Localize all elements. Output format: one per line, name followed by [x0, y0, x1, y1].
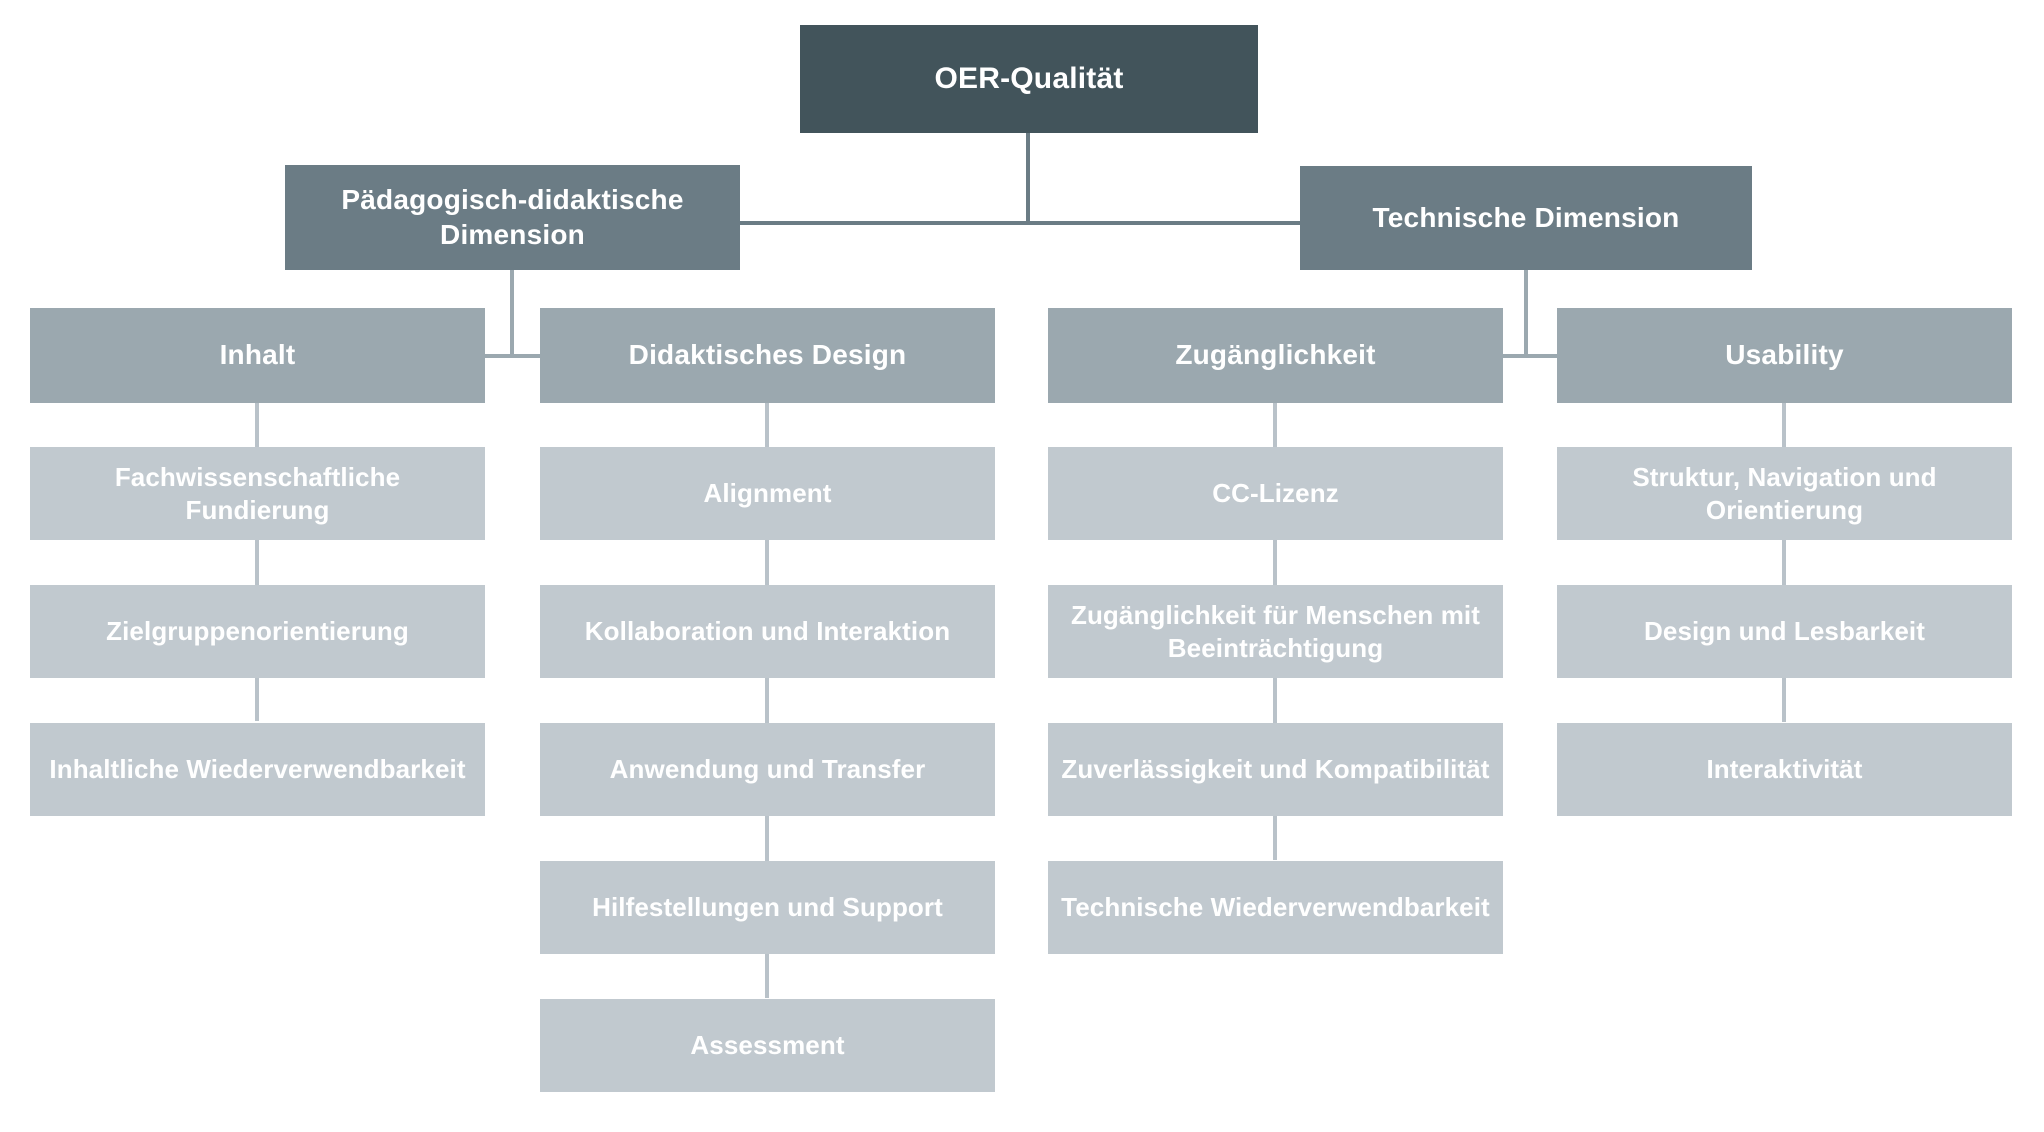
connector-root-stem	[1026, 133, 1030, 223]
connector-paedagogisch-stem	[510, 270, 514, 356]
leaf-fachwissenschaftliche-fundierung[interactable]: Fachwissenschaftliche Fundierung	[30, 447, 485, 540]
leaf-alignment[interactable]: Alignment	[540, 447, 995, 540]
leaf-zuverlaessigkeit-und-kompatibilitaet[interactable]: Zuverlässigkeit und Kompatibilität	[1048, 723, 1503, 816]
connector-spine-usability	[1782, 403, 1786, 722]
leaf-hilfestellungen-und-support[interactable]: Hilfestellungen und Support	[540, 861, 995, 954]
leaf-inhaltliche-wiederverwendbarkeit[interactable]: Inhaltliche Wiederverwendbarkeit	[30, 723, 485, 816]
node-inhalt[interactable]: Inhalt	[30, 308, 485, 403]
leaf-cc-lizenz[interactable]: CC-Lizenz	[1048, 447, 1503, 540]
leaf-zielgruppenorientierung[interactable]: Zielgruppenorientierung	[30, 585, 485, 678]
connector-root-bus	[512, 221, 1526, 225]
leaf-kollaboration-und-interaktion[interactable]: Kollaboration und Interaktion	[540, 585, 995, 678]
node-usability[interactable]: Usability	[1557, 308, 2012, 403]
leaf-anwendung-und-transfer[interactable]: Anwendung und Transfer	[540, 723, 995, 816]
leaf-interaktivitaet[interactable]: Interaktivität	[1557, 723, 2012, 816]
connector-technisch-stem	[1524, 270, 1528, 356]
connector-technisch-bus	[1440, 354, 1610, 358]
node-zugaenglichkeit[interactable]: Zugänglichkeit	[1048, 308, 1503, 403]
connector-spine-didaktisches-design	[765, 403, 769, 998]
node-paedagogisch-didaktische-dimension[interactable]: Pädagogisch-didaktische Dimension	[285, 165, 740, 270]
leaf-struktur-navigation-und-orientierung[interactable]: Struktur, Navigation und Orientierung	[1557, 447, 2012, 540]
node-technische-dimension[interactable]: Technische Dimension	[1300, 166, 1752, 270]
leaf-zugaenglichkeit-fuer-menschen-mit-beeintraechtigung[interactable]: Zugänglichkeit für Menschen mit Beeinträ…	[1048, 585, 1503, 678]
connector-paedagogisch-bus	[427, 354, 597, 358]
leaf-design-und-lesbarkeit[interactable]: Design und Lesbarkeit	[1557, 585, 2012, 678]
node-oer-qualitaet[interactable]: OER-Qualität	[800, 25, 1258, 133]
leaf-technische-wiederverwendbarkeit[interactable]: Technische Wiederverwendbarkeit	[1048, 861, 1503, 954]
node-didaktisches-design[interactable]: Didaktisches Design	[540, 308, 995, 403]
leaf-assessment[interactable]: Assessment	[540, 999, 995, 1092]
